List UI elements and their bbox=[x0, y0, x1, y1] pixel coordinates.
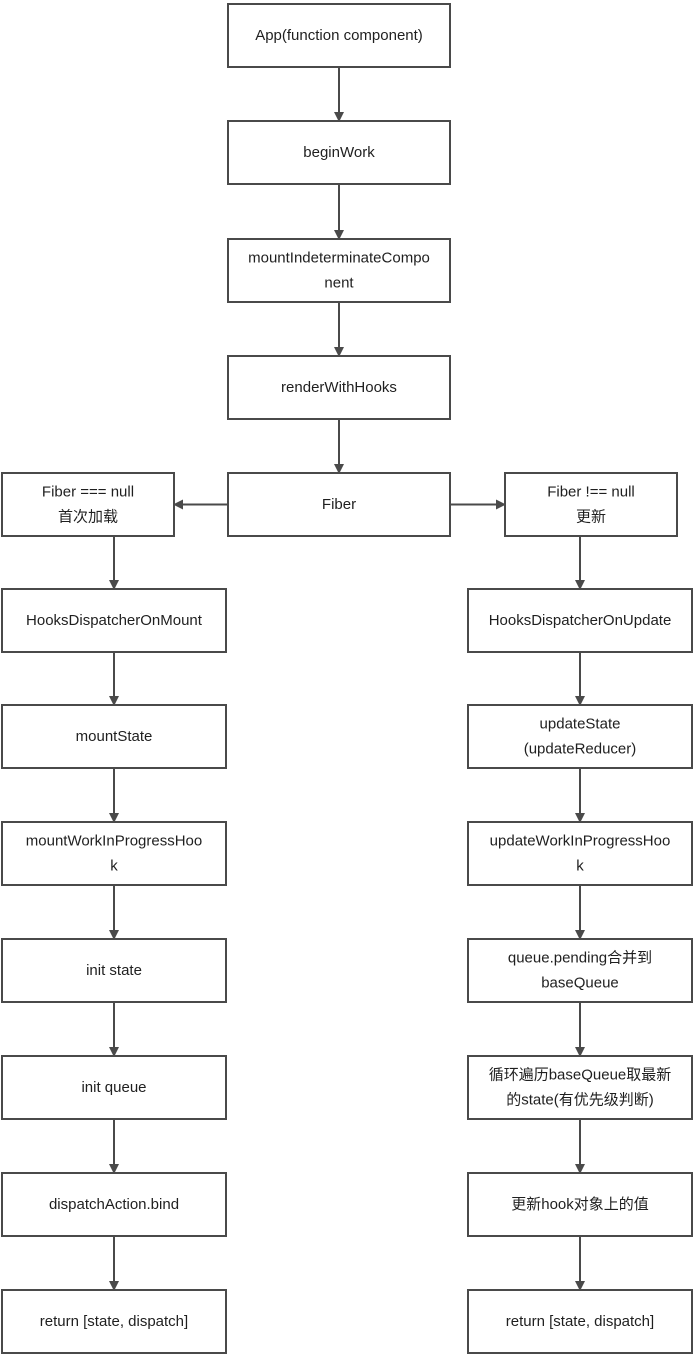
render-with-hooks-label: renderWithHooks bbox=[281, 379, 397, 396]
begin-work-box bbox=[227, 120, 451, 185]
mount-indeterminate-node: mountIndeterminateCompo nent bbox=[227, 238, 451, 303]
begin-work-label: beginWork bbox=[303, 144, 375, 161]
mount-wip-hook-node: mountWorkInProgressHoo k bbox=[1, 821, 227, 886]
update-state-node: updateState (updateReducer) bbox=[467, 704, 693, 769]
mount-state-node: mountState bbox=[1, 704, 227, 769]
queue-pending-merge-box bbox=[467, 938, 693, 1003]
loop-base-queue-label: 循环遍历baseQueue取最新 bbox=[489, 1067, 672, 1084]
queue-pending-merge-node: queue.pending合并到 baseQueue bbox=[467, 938, 693, 1003]
update-hook-value-node: 更新hook对象上的值 bbox=[467, 1172, 693, 1237]
fiber-not-null-node: Fiber !== null 更新 bbox=[504, 472, 678, 537]
loop-base-queue-box bbox=[467, 1055, 693, 1120]
update-state-label: (updateReducer) bbox=[524, 741, 637, 758]
hooks-dispatcher-update-node: HooksDispatcherOnUpdate bbox=[467, 588, 693, 653]
fiber-not-null-label: Fiber !== null bbox=[547, 484, 635, 501]
fiber-box bbox=[227, 472, 451, 537]
init-state-node: init state bbox=[1, 938, 227, 1003]
queue-pending-merge-label: queue.pending合并到 bbox=[508, 950, 652, 967]
edges-layer bbox=[109, 67, 585, 1291]
fiber-label: Fiber bbox=[322, 496, 356, 513]
fiber-null-node: Fiber === null 首次加载 bbox=[1, 472, 175, 537]
mount-indeterminate-label: mountIndeterminateCompo bbox=[248, 250, 430, 267]
mount-wip-hook-box bbox=[1, 821, 227, 886]
hooks-dispatcher-update-box bbox=[467, 588, 693, 653]
update-hook-value-label: 更新hook对象上的值 bbox=[511, 1196, 649, 1213]
loop-base-queue-label: 的state(有优先级判断) bbox=[506, 1092, 654, 1109]
dispatch-action-bind-box bbox=[1, 1172, 227, 1237]
mount-indeterminate-label: nent bbox=[324, 275, 354, 292]
return-update-box bbox=[467, 1289, 693, 1354]
init-queue-label: init queue bbox=[81, 1079, 146, 1096]
update-state-box bbox=[467, 704, 693, 769]
dispatch-action-bind-label: dispatchAction.bind bbox=[49, 1196, 179, 1213]
return-mount-label: return [state, dispatch] bbox=[40, 1313, 188, 1330]
nodes-layer: App(function component) beginWork mountInd… bbox=[1, 3, 693, 1354]
hooks-dispatcher-update-label: HooksDispatcherOnUpdate bbox=[489, 612, 672, 629]
fiber-not-null-box bbox=[504, 472, 678, 537]
update-wip-hook-node: updateWorkInProgressHoo k bbox=[467, 821, 693, 886]
queue-pending-merge-label: baseQueue bbox=[541, 975, 619, 992]
mount-state-label: mountState bbox=[76, 728, 153, 745]
begin-work-node: beginWork bbox=[227, 120, 451, 185]
init-state-label: init state bbox=[86, 962, 142, 979]
init-queue-node: init queue bbox=[1, 1055, 227, 1120]
hooks-dispatcher-mount-box bbox=[1, 588, 227, 653]
render-with-hooks-node: renderWithHooks bbox=[227, 355, 451, 420]
return-update-node: return [state, dispatch] bbox=[467, 1289, 693, 1354]
fiber-null-box bbox=[1, 472, 175, 537]
init-queue-box bbox=[1, 1055, 227, 1120]
update-wip-hook-label: updateWorkInProgressHoo bbox=[490, 833, 671, 850]
update-state-label: updateState bbox=[540, 716, 621, 733]
fiber-null-label: Fiber === null bbox=[42, 484, 134, 501]
app-node: App(function component) bbox=[227, 3, 451, 68]
fiber-node: Fiber bbox=[227, 472, 451, 537]
render-with-hooks-box bbox=[227, 355, 451, 420]
mount-wip-hook-label: k bbox=[110, 858, 118, 875]
hooks-dispatcher-mount-node: HooksDispatcherOnMount bbox=[1, 588, 227, 653]
mount-indeterminate-box bbox=[227, 238, 451, 303]
init-state-box bbox=[1, 938, 227, 1003]
app-label: App(function component) bbox=[255, 27, 423, 44]
dispatch-action-bind-node: dispatchAction.bind bbox=[1, 1172, 227, 1237]
return-update-label: return [state, dispatch] bbox=[506, 1313, 654, 1330]
mount-state-box bbox=[1, 704, 227, 769]
return-mount-box bbox=[1, 1289, 227, 1354]
fiber-null-label: 首次加载 bbox=[58, 509, 118, 526]
update-hook-value-box bbox=[467, 1172, 693, 1237]
fiber-not-null-label: 更新 bbox=[576, 509, 606, 526]
return-mount-node: return [state, dispatch] bbox=[1, 1289, 227, 1354]
app-box bbox=[227, 3, 451, 68]
update-wip-hook-label: k bbox=[576, 858, 584, 875]
hooks-dispatcher-mount-label: HooksDispatcherOnMount bbox=[26, 612, 203, 629]
update-wip-hook-box bbox=[467, 821, 693, 886]
mount-wip-hook-label: mountWorkInProgressHoo bbox=[26, 833, 202, 850]
